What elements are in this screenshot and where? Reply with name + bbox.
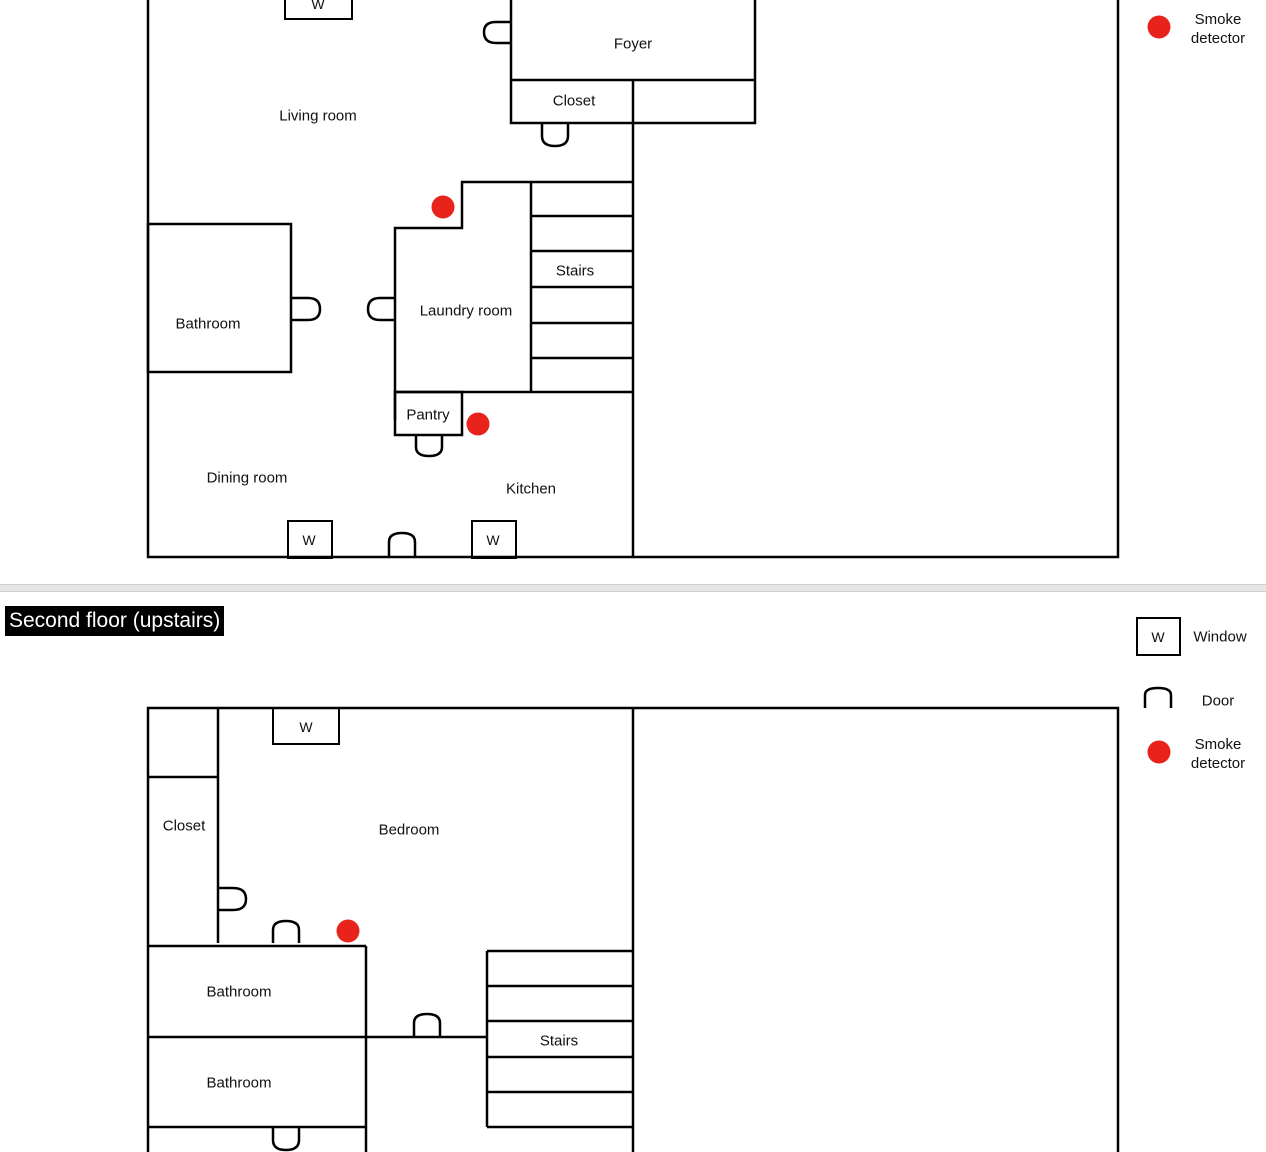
door-icon xyxy=(387,531,417,557)
second-floor-walls xyxy=(146,706,1120,1152)
door-icon xyxy=(412,1012,442,1037)
door-icon xyxy=(414,435,444,458)
second-floor-doors xyxy=(218,686,1173,1152)
door-icon xyxy=(366,296,395,322)
legend-window-symbol: W xyxy=(1151,629,1165,645)
room-label-closet-upstairs: Closet xyxy=(162,817,206,835)
legend-window-label: Window xyxy=(1193,628,1247,646)
room-label-laundry-room: Laundry room xyxy=(419,302,513,320)
room-label-foyer: Foyer xyxy=(613,35,653,53)
window-icon xyxy=(471,520,517,559)
room-label-bathroom: Bathroom xyxy=(175,315,241,333)
room-label-dining-room: Dining room xyxy=(206,469,288,487)
window-label: W xyxy=(311,0,325,12)
legend-smoke-detector-label: Smoke detector xyxy=(1190,736,1246,772)
smoke-detector-icon xyxy=(431,195,455,219)
legend-smoke-detector-icon xyxy=(1147,740,1171,764)
room-label-bathroom-upstairs-1: Bathroom xyxy=(206,983,272,1001)
room-label-closet: Closet xyxy=(552,92,596,110)
second-floor-windows xyxy=(272,617,1181,745)
door-icon xyxy=(218,886,248,912)
room-label-stairs-upstairs: Stairs xyxy=(539,1032,579,1050)
door-icon xyxy=(271,1127,301,1152)
door-icon xyxy=(540,123,570,148)
door-icon xyxy=(482,20,511,45)
first-floor-smoke-detectors xyxy=(431,15,1171,436)
room-label-living-room: Living room xyxy=(279,107,357,125)
window-icon xyxy=(287,520,333,559)
first-floor-walls xyxy=(146,0,1120,559)
room-label-kitchen: Kitchen xyxy=(505,480,557,498)
room-label-bathroom-upstairs-2: Bathroom xyxy=(206,1074,272,1092)
window-icon xyxy=(272,707,340,745)
door-icon xyxy=(271,919,301,943)
door-icon xyxy=(291,296,322,322)
second-floor-title: Second floor (upstairs) xyxy=(5,606,225,636)
second-floor-smoke-detectors xyxy=(336,740,1171,943)
legend-door-label: Door xyxy=(1201,692,1235,710)
first-floor-doors xyxy=(291,20,570,557)
legend-smoke-detector-label: Smoke detector xyxy=(1190,11,1246,47)
legend-window-icon xyxy=(1136,617,1181,656)
smoke-detector-icon xyxy=(466,412,490,436)
legend-door-icon xyxy=(1143,686,1173,708)
floor-divider xyxy=(0,584,1266,592)
smoke-detector-icon xyxy=(336,919,360,943)
window-label: W xyxy=(302,532,316,548)
window-label: W xyxy=(486,532,500,548)
room-label-bedroom: Bedroom xyxy=(378,821,440,839)
room-label-pantry: Pantry xyxy=(406,406,450,424)
window-icon xyxy=(284,0,353,20)
legend-smoke-detector-icon xyxy=(1147,15,1171,39)
first-floor-windows xyxy=(284,0,517,559)
window-label: W xyxy=(299,719,313,735)
room-label-stairs: Stairs xyxy=(555,262,595,280)
